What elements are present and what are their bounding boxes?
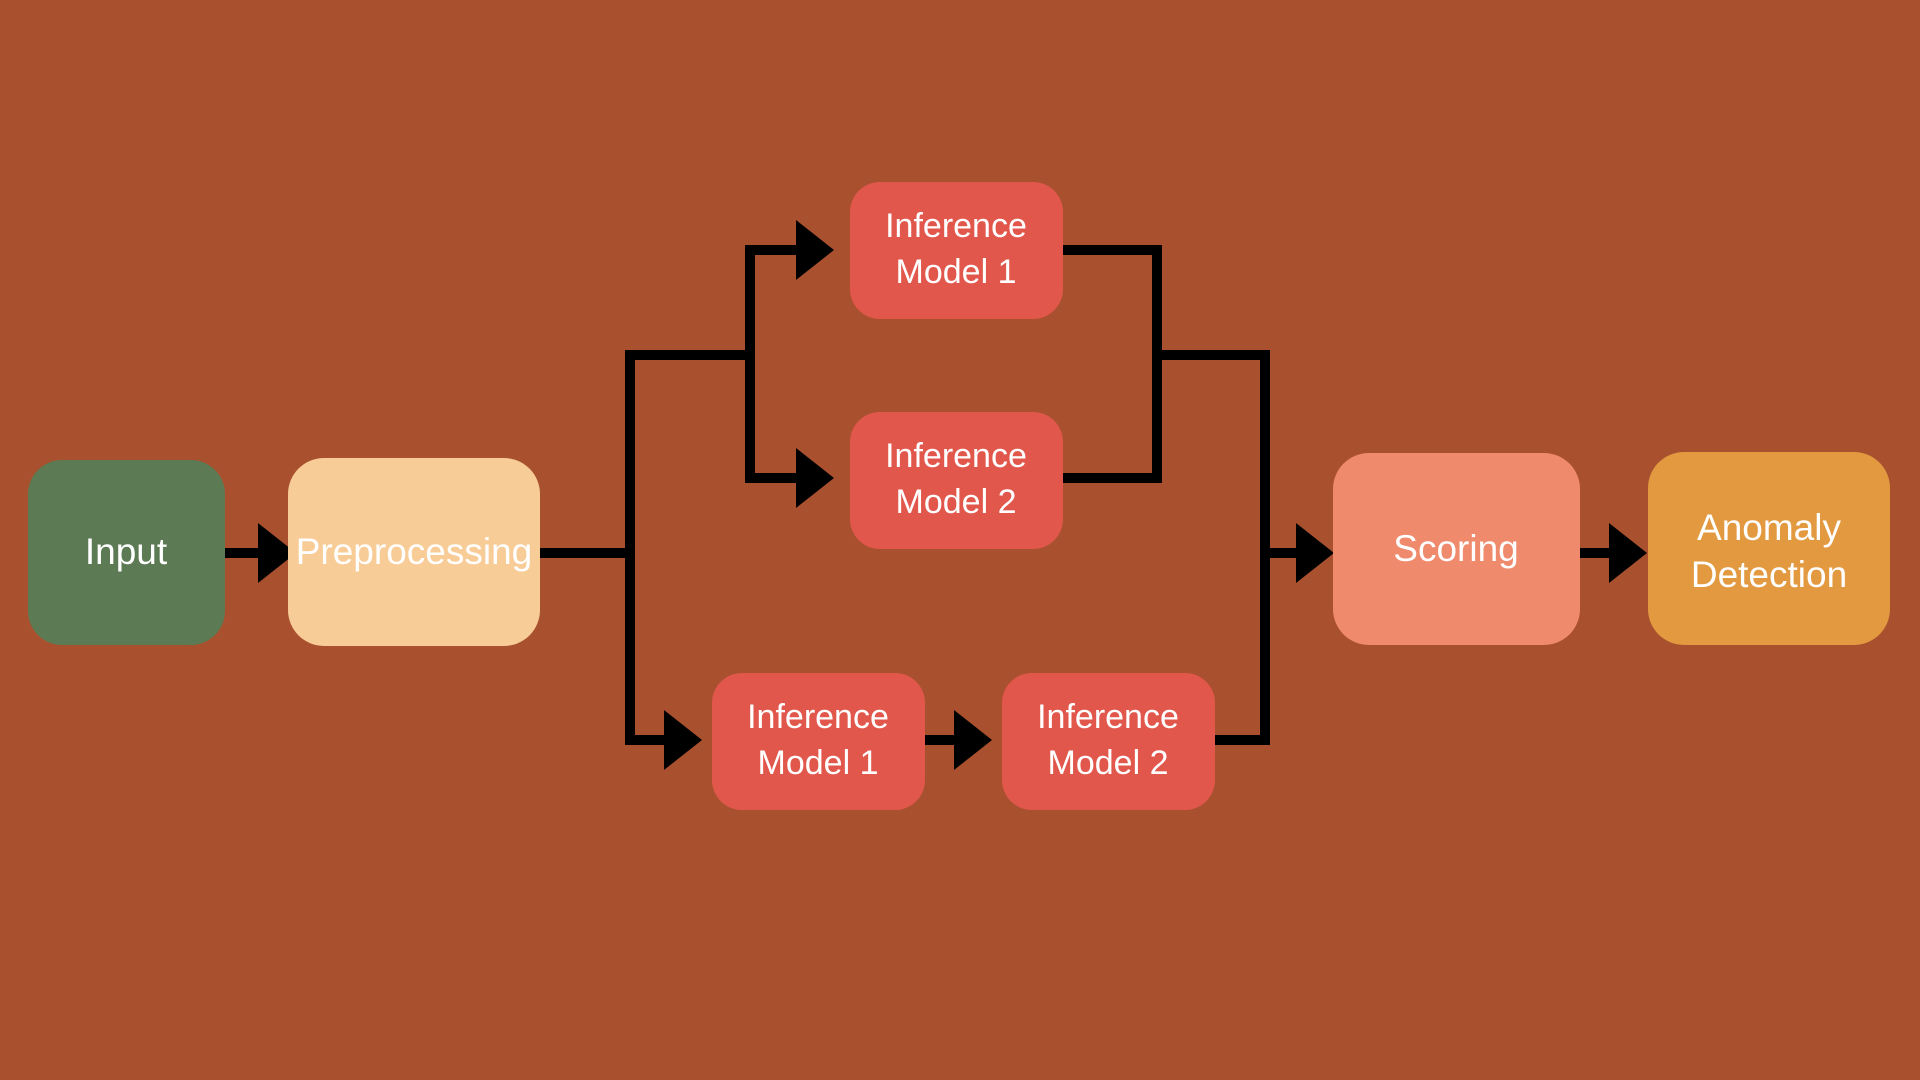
edge-scoring-to-anomaly-detection <box>1580 523 1647 583</box>
node-bottom-inference-model-2[interactable]: Inference Model 2 <box>1002 673 1215 810</box>
node-bottom-inference-model-1-label-line2: Model 1 <box>758 744 879 782</box>
node-preprocessing-box[interactable] <box>288 458 540 646</box>
node-anomaly-detection[interactable]: Anomaly Detection <box>1648 452 1890 645</box>
node-scoring[interactable]: Scoring <box>1333 453 1580 645</box>
edge-input-to-preprocessing <box>225 523 296 583</box>
node-top-inference-model-2[interactable]: Inference Model 2 <box>850 412 1063 549</box>
node-anomaly-detection-label-line2: Detection <box>1691 554 1847 595</box>
node-bottom-inference-model-1-box[interactable] <box>712 673 925 810</box>
edge-layer <box>225 220 1647 770</box>
node-input[interactable]: Input <box>28 460 225 645</box>
edge-bottom-model-1-to-bottom-model-2 <box>925 710 992 770</box>
edge-bottom-model-2-to-merge <box>1215 350 1270 745</box>
node-bottom-inference-model-2-box[interactable] <box>1002 673 1215 810</box>
node-scoring-label: Scoring <box>1393 528 1518 569</box>
node-bottom-inference-model-1[interactable]: Inference Model 1 <box>712 673 925 810</box>
edge-split-to-top-model-2 <box>745 448 834 508</box>
edge-split-to-bottom-model-1 <box>628 710 702 770</box>
node-top-inference-model-1-label-line2: Model 1 <box>896 253 1017 291</box>
node-preprocessing[interactable]: Preprocessing <box>288 458 540 646</box>
node-top-inference-model-2-label-line2: Model 2 <box>896 483 1017 521</box>
node-bottom-inference-model-1-label-line1: Inference <box>747 698 889 736</box>
node-top-inference-model-1-label-line1: Inference <box>885 207 1027 245</box>
node-preprocessing-label: Preprocessing <box>296 531 533 572</box>
node-layer: Input Preprocessing Inference Model 1 In… <box>28 182 1890 810</box>
node-anomaly-detection-box[interactable] <box>1648 452 1890 645</box>
edge-merge-to-scoring <box>1263 523 1334 583</box>
node-top-inference-model-1-box[interactable] <box>850 182 1063 319</box>
edge-split-to-top-model-1 <box>745 220 834 280</box>
edge-split-to-upper-riser <box>628 250 755 483</box>
node-input-box[interactable] <box>28 460 225 645</box>
node-input-label: Input <box>85 531 168 572</box>
node-top-inference-model-1[interactable]: Inference Model 1 <box>850 182 1063 319</box>
node-top-inference-model-2-box[interactable] <box>850 412 1063 549</box>
node-top-inference-model-2-label-line1: Inference <box>885 437 1027 475</box>
node-bottom-inference-model-2-label-line2: Model 2 <box>1048 744 1169 782</box>
node-anomaly-detection-label-line1: Anomaly <box>1697 507 1841 548</box>
node-scoring-box[interactable] <box>1333 453 1580 645</box>
node-bottom-inference-model-2-label-line1: Inference <box>1037 698 1179 736</box>
